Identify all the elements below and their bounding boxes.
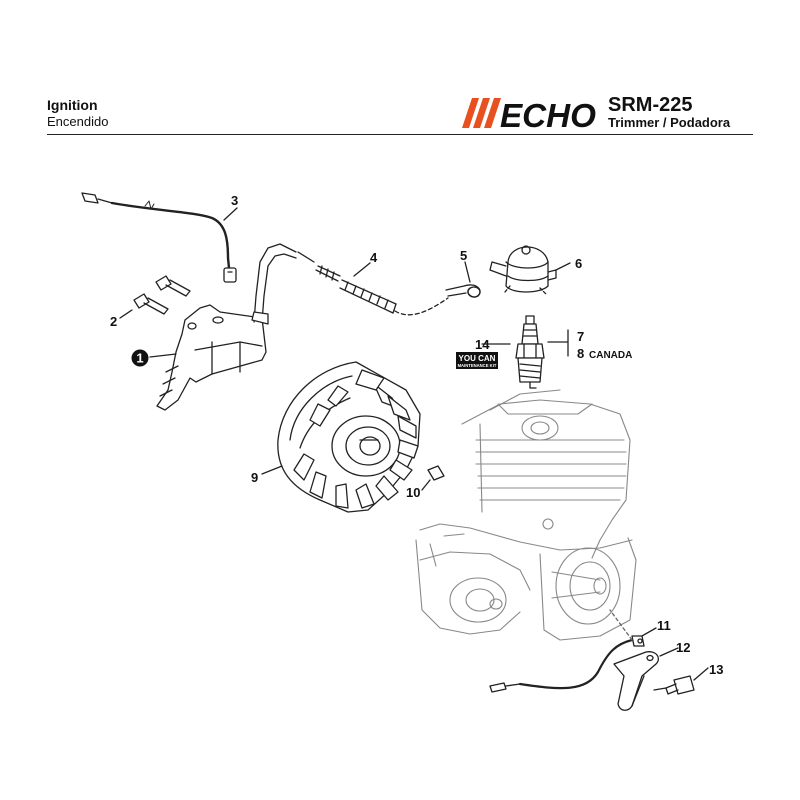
callout-8-note: CANADA xyxy=(589,350,632,361)
echo-logo: ECHO xyxy=(462,98,596,130)
leader-6 xyxy=(555,262,571,271)
page-subtitle: Encendido xyxy=(47,114,109,129)
leader-10 xyxy=(421,479,431,491)
callout-1: 1 xyxy=(136,351,143,366)
leader-5 xyxy=(464,261,471,283)
flywheel-key xyxy=(427,465,445,481)
spark-plug-cap xyxy=(489,245,557,295)
leader-13 xyxy=(693,667,709,681)
callout-6: 6 xyxy=(575,256,582,271)
ground-bracket xyxy=(613,651,660,711)
leader-11 xyxy=(641,627,657,637)
leader-2 xyxy=(119,309,133,319)
callout-1-badge xyxy=(131,349,149,367)
ground-screw xyxy=(653,675,695,695)
product-name: Trimmer / Podadora xyxy=(608,115,731,130)
callout-5: 5 xyxy=(460,248,467,263)
callout-8: 8 xyxy=(577,346,584,361)
callout-3: 3 xyxy=(231,193,238,208)
maintenance-kit-line2: MAINTENANCE KIT xyxy=(458,363,497,368)
maintenance-kit-badge: YOU CAN MAINTENANCE KIT xyxy=(456,352,498,369)
ground-wire xyxy=(489,609,645,693)
callout-7: 7 xyxy=(577,329,584,344)
callout-11: 11 xyxy=(657,618,671,633)
header-rule xyxy=(47,134,753,135)
maintenance-kit-line1: YOU CAN xyxy=(459,354,496,363)
leader-9 xyxy=(261,465,283,475)
model-number: SRM-225 xyxy=(608,94,693,116)
flywheel xyxy=(277,361,421,513)
ignition-coil-bolts xyxy=(133,275,191,315)
callout-14: 14 xyxy=(475,337,490,352)
spring-clip xyxy=(445,284,481,298)
spark-plug-wire xyxy=(81,192,237,283)
callout-bracket-7-8 xyxy=(547,329,569,357)
page-header: Ignition Encendido ECHO SRM-225 Trimmer … xyxy=(0,0,800,140)
callout-2: 2 xyxy=(110,314,117,329)
spark-plug xyxy=(515,315,545,389)
callout-9: 9 xyxy=(251,470,258,485)
leader-4 xyxy=(353,262,371,277)
leader-12 xyxy=(659,647,679,657)
engine-reference xyxy=(415,389,637,641)
echo-logo-stripes xyxy=(462,98,501,128)
page-title: Ignition xyxy=(47,97,98,113)
echo-logo-wordmark: ECHO xyxy=(500,98,596,130)
callout-4: 4 xyxy=(370,250,378,265)
coil-spring xyxy=(297,251,449,316)
leader-3 xyxy=(223,207,238,221)
leader-1 xyxy=(149,353,177,358)
callout-10: 10 xyxy=(406,485,420,500)
callout-13: 13 xyxy=(709,662,723,677)
ignition-coil xyxy=(156,243,297,411)
callout-12: 12 xyxy=(676,640,690,655)
